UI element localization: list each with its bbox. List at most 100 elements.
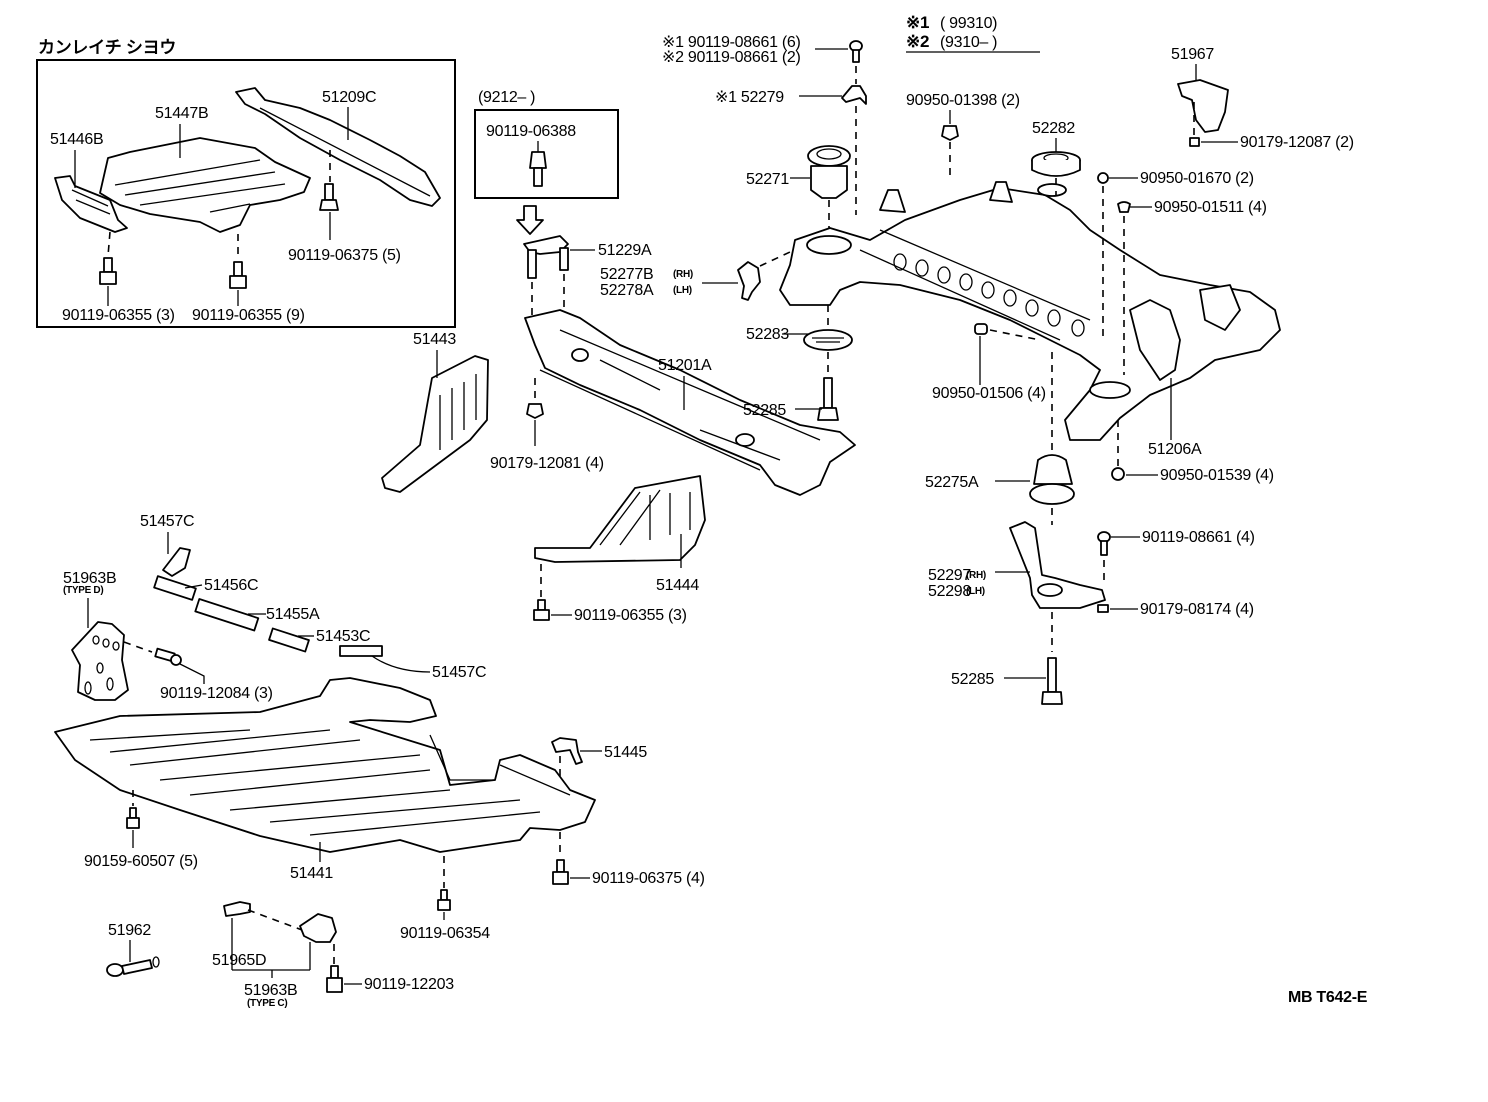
label-52279[interactable]: ※1 52279 (715, 89, 785, 106)
label-51447B[interactable]: 51447B (155, 105, 209, 122)
label-51446B[interactable]: 51446B (50, 131, 104, 148)
label-90950-01539[interactable]: 90950-01539 (4) (1160, 467, 1274, 484)
label-51445[interactable]: 51445 (604, 744, 648, 761)
label-90950-01506[interactable]: 90950-01506 (4) (932, 385, 1046, 402)
part-52297[interactable] (1009, 521, 1106, 609)
label-52285-upper[interactable]: 52285 (743, 402, 787, 419)
label-51456C[interactable]: 51456C (204, 577, 259, 594)
part-51443[interactable] (381, 355, 489, 493)
label-51967[interactable]: 51967 (1171, 46, 1215, 63)
part-51965D[interactable] (223, 901, 251, 917)
label-51453C[interactable]: 51453C (316, 628, 371, 645)
part-51444[interactable] (534, 475, 706, 563)
part-51455A[interactable] (194, 598, 260, 632)
plug-90950-01539[interactable] (1111, 467, 1125, 481)
part-51453C[interactable] (268, 627, 310, 653)
part-52275A[interactable] (1029, 454, 1075, 505)
label-51963B-c[interactable]: 51963B (244, 982, 298, 999)
label-90119-06375-5[interactable]: 90119-06375 (5) (288, 247, 401, 264)
bolt-90119-06388[interactable] (529, 151, 547, 187)
label-90179-12087[interactable]: 90179-12087 (2) (1240, 134, 1354, 151)
bolt-90119-08661-top[interactable] (849, 40, 863, 63)
label-90119-06375-4[interactable]: 90119-06375 (4) (592, 870, 705, 887)
bolt-90119-06355-a[interactable] (99, 257, 117, 285)
label-90119-06355-9[interactable]: 90119-06355 (9) (192, 307, 305, 324)
label-51963B-d[interactable]: 51963B (63, 570, 117, 587)
label-52283[interactable]: 52283 (746, 326, 790, 343)
label-51441[interactable]: 51441 (290, 865, 334, 882)
nut-90179-08174[interactable] (1097, 604, 1109, 613)
label-90119-06355-3b[interactable]: 90119-06355 (3) (574, 607, 687, 624)
label-90159-60507[interactable]: 90159-60507 (5) (84, 853, 198, 870)
nut-90179-12081[interactable] (526, 403, 544, 419)
label-90179-12081[interactable]: 90179-12081 (4) (490, 455, 604, 472)
plug-90950-01511[interactable] (1117, 201, 1131, 213)
part-51447B[interactable] (99, 137, 311, 233)
clip-90159-60507[interactable] (126, 807, 140, 829)
part-51962[interactable] (106, 956, 160, 977)
part-51201A[interactable] (524, 309, 856, 496)
label-90119-06388[interactable]: 90119-06388 (486, 123, 577, 140)
label-90950-01511[interactable]: 90950-01511 (4) (1154, 199, 1267, 216)
label-52285-lower[interactable]: 52285 (951, 671, 995, 688)
label-51229A[interactable]: 51229A (598, 242, 652, 259)
label-90119-12203[interactable]: 90119-12203 (364, 976, 455, 993)
label-52275A[interactable]: 52275A (925, 474, 979, 491)
label-90950-01670[interactable]: 90950-01670 (2) (1140, 170, 1254, 187)
bolt-90119-12203[interactable] (326, 965, 343, 993)
part-51209C[interactable] (235, 87, 441, 207)
bolt-90119-12084[interactable] (154, 647, 182, 666)
part-51963B-type-d[interactable] (71, 621, 129, 701)
part-51963B-type-c[interactable] (299, 913, 337, 943)
plug-90950-01398[interactable] (941, 125, 959, 141)
part-51229A[interactable] (523, 235, 569, 279)
label-51457C-a[interactable]: 51457C (140, 513, 195, 530)
label-52277B[interactable]: 52277B (600, 266, 654, 283)
plug-90950-01506[interactable] (974, 323, 988, 335)
label-90119-06354[interactable]: 90119-06354 (400, 925, 491, 942)
bolt-90119-08661-lower[interactable] (1097, 531, 1111, 556)
part-51206A[interactable] (779, 181, 1281, 441)
clip-90119-06354[interactable] (437, 889, 451, 911)
part-52279[interactable] (841, 85, 867, 105)
label-90119-08661-6[interactable]: ※1 90119-08661 (6) (662, 34, 801, 51)
part-52283[interactable] (803, 329, 853, 351)
part-52277B[interactable] (737, 261, 761, 301)
plug-90950-01670[interactable] (1097, 172, 1109, 184)
part-52282[interactable] (1031, 151, 1081, 177)
part-51456C[interactable] (153, 575, 197, 601)
label-51457C-b[interactable]: 51457C (432, 664, 487, 681)
label-51201A[interactable]: 51201A (658, 357, 712, 374)
label-52298[interactable]: 52298 (928, 583, 972, 600)
label-90179-08174[interactable]: 90179-08174 (4) (1140, 601, 1254, 618)
label-52271[interactable]: 52271 (746, 171, 790, 188)
label-90119-08661-2[interactable]: ※2 90119-08661 (2) (662, 49, 801, 66)
label-51206A[interactable]: 51206A (1148, 441, 1202, 458)
part-51441[interactable] (54, 677, 596, 853)
bolt-52285-lower[interactable] (1041, 657, 1063, 705)
label-51443[interactable]: 51443 (413, 331, 457, 348)
label-51209C[interactable]: 51209C (322, 89, 377, 106)
part-51445[interactable] (551, 737, 583, 765)
label-52297[interactable]: 52297 (928, 567, 972, 584)
label-52282[interactable]: 52282 (1032, 120, 1076, 137)
label-51962[interactable]: 51962 (108, 922, 152, 939)
bolt-90119-06355-c[interactable] (533, 599, 550, 621)
label-52278A[interactable]: 52278A (600, 282, 654, 299)
label-90950-01398[interactable]: 90950-01398 (2) (906, 92, 1020, 109)
bolt-52285-upper[interactable] (817, 377, 839, 421)
part-51457C-a[interactable] (162, 547, 191, 577)
label-51444[interactable]: 51444 (656, 577, 700, 594)
label-51455A[interactable]: 51455A (266, 606, 320, 623)
part-51967[interactable] (1177, 79, 1229, 133)
part-51457C-b[interactable] (339, 645, 383, 657)
part-51446B[interactable] (54, 175, 128, 233)
bolt-90119-06355-b[interactable] (229, 261, 247, 289)
label-90119-12084[interactable]: 90119-12084 (3) (160, 685, 273, 702)
part-52271[interactable] (807, 145, 851, 199)
bolt-90119-06375-lower[interactable] (552, 859, 569, 885)
label-90119-06355-3a[interactable]: 90119-06355 (3) (62, 307, 175, 324)
label-51965D[interactable]: 51965D (212, 952, 267, 969)
bolt-90119-06375-inset[interactable] (319, 183, 339, 211)
nut-90179-12087[interactable] (1189, 137, 1200, 147)
